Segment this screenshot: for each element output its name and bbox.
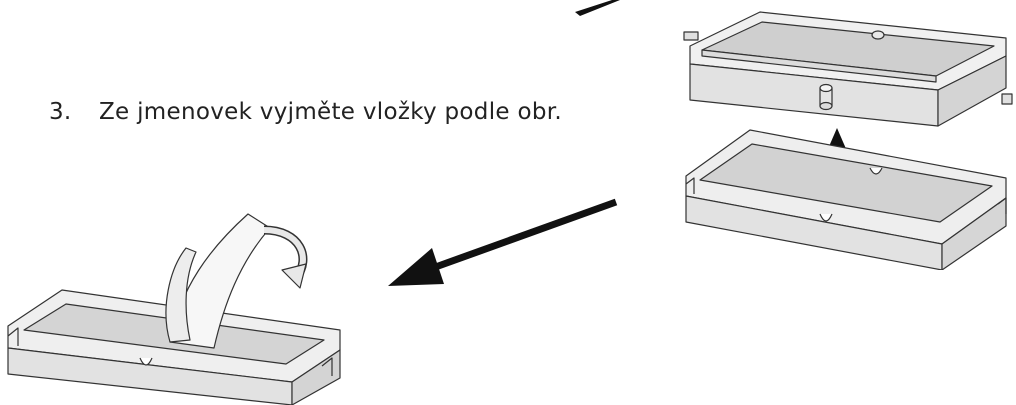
name-tag-holder-separation-illustration	[683, 11, 1013, 270]
step-text: Ze jmenovek vyjměte vložky podle obr.	[99, 99, 562, 125]
insert-peeling-illustration	[7, 213, 341, 405]
step-instruction: 3. Ze jmenovek vyjměte vložky podle obr.	[49, 99, 562, 125]
step-number: 3.	[49, 99, 72, 125]
